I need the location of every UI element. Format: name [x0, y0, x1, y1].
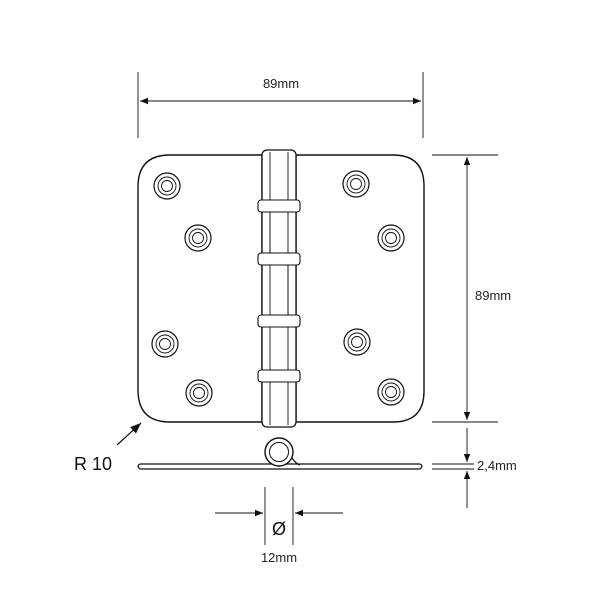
right-leaf — [295, 154, 425, 423]
side-barrel-inner — [269, 442, 289, 462]
width-dimension: 89mm — [137, 72, 424, 138]
thickness-label: 2,4mm — [477, 458, 517, 473]
diameter-dimension: Ø 12mm — [215, 487, 343, 565]
radius-callout: R 10 — [74, 422, 142, 474]
hinge-side-view — [137, 437, 423, 470]
screw-hole — [343, 328, 371, 356]
hinge-front-view — [137, 149, 425, 428]
screw-hole — [185, 379, 213, 407]
screw-hole — [153, 172, 181, 200]
height-label: 89mm — [475, 288, 511, 303]
screw-hole — [151, 330, 179, 358]
left-leaf — [137, 154, 263, 423]
radius-label: R 10 — [74, 454, 112, 474]
width-label: 89mm — [263, 76, 299, 91]
side-plate — [137, 463, 423, 470]
diameter-label: 12mm — [261, 550, 297, 565]
screw-hole — [342, 170, 370, 198]
hinge-barrel — [257, 149, 301, 428]
screw-holes — [151, 170, 405, 407]
thickness-dimension: 2,4mm — [432, 428, 517, 508]
screw-hole — [184, 224, 212, 252]
diameter-symbol: Ø — [272, 519, 286, 539]
screw-hole — [377, 224, 405, 252]
radius-arrow — [116, 422, 142, 446]
screw-hole — [377, 378, 405, 406]
height-dimension: 89mm — [432, 154, 511, 423]
